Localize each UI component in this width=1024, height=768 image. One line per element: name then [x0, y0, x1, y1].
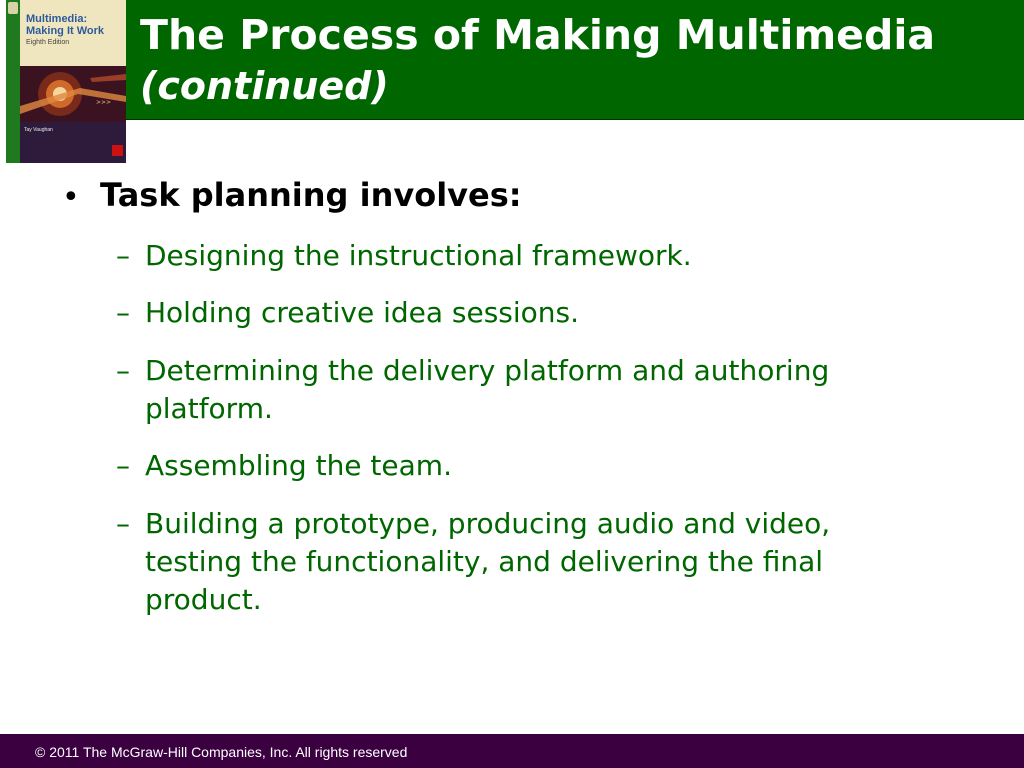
- dash-marker: –: [116, 507, 130, 540]
- book-cover-image: Multimedia: Making It Work Eighth Editio…: [6, 0, 126, 163]
- title-bar: The Process of Making Multimedia (contin…: [126, 0, 1024, 120]
- sub-item-text: Assembling the team.: [145, 449, 452, 482]
- cover-title-panel: [20, 0, 126, 66]
- cover-title-line2: Making It Work: [26, 25, 105, 37]
- sub-item-text: Building a prototype, producing audio an…: [145, 507, 831, 616]
- svg-text:>>>: >>>: [96, 99, 111, 106]
- sub-item-text: Determining the delivery platform and au…: [145, 354, 830, 425]
- sub-item: – Holding creative idea sessions.: [116, 294, 926, 332]
- cover-edition: Eighth Edition: [26, 39, 70, 46]
- sub-item-text: Designing the instructional framework.: [145, 239, 692, 272]
- sub-item: – Determining the delivery platform and …: [116, 352, 926, 428]
- dash-marker: –: [116, 296, 130, 329]
- cover-spine-stripe: [6, 0, 20, 163]
- dash-marker: –: [116, 239, 130, 272]
- dash-marker: –: [116, 449, 130, 482]
- slide-title: The Process of Making Multimedia: [140, 11, 936, 59]
- cover-author: Tay Vaughan: [24, 127, 53, 133]
- slide-title-continued: (continued): [140, 64, 389, 108]
- bullet-heading: Task planning involves:: [100, 176, 522, 214]
- cover-art-graphic: >>>: [20, 66, 126, 122]
- sub-item: – Building a prototype, producing audio …: [116, 505, 926, 619]
- sub-item-text: Holding creative idea sessions.: [145, 296, 580, 329]
- cover-title-line1: Multimedia:: [26, 13, 88, 25]
- sub-item: – Designing the instructional framework.: [116, 237, 926, 275]
- bullet-marker: •: [62, 180, 80, 215]
- dash-marker: –: [116, 354, 130, 387]
- footer-bar: © 2011 The McGraw-Hill Companies, Inc. A…: [0, 734, 1024, 768]
- copyright-text: © 2011 The McGraw-Hill Companies, Inc. A…: [35, 744, 408, 760]
- sub-item: – Assembling the team.: [116, 447, 926, 485]
- cover-crest-icon: [8, 2, 18, 14]
- publisher-logo-icon: [112, 145, 123, 156]
